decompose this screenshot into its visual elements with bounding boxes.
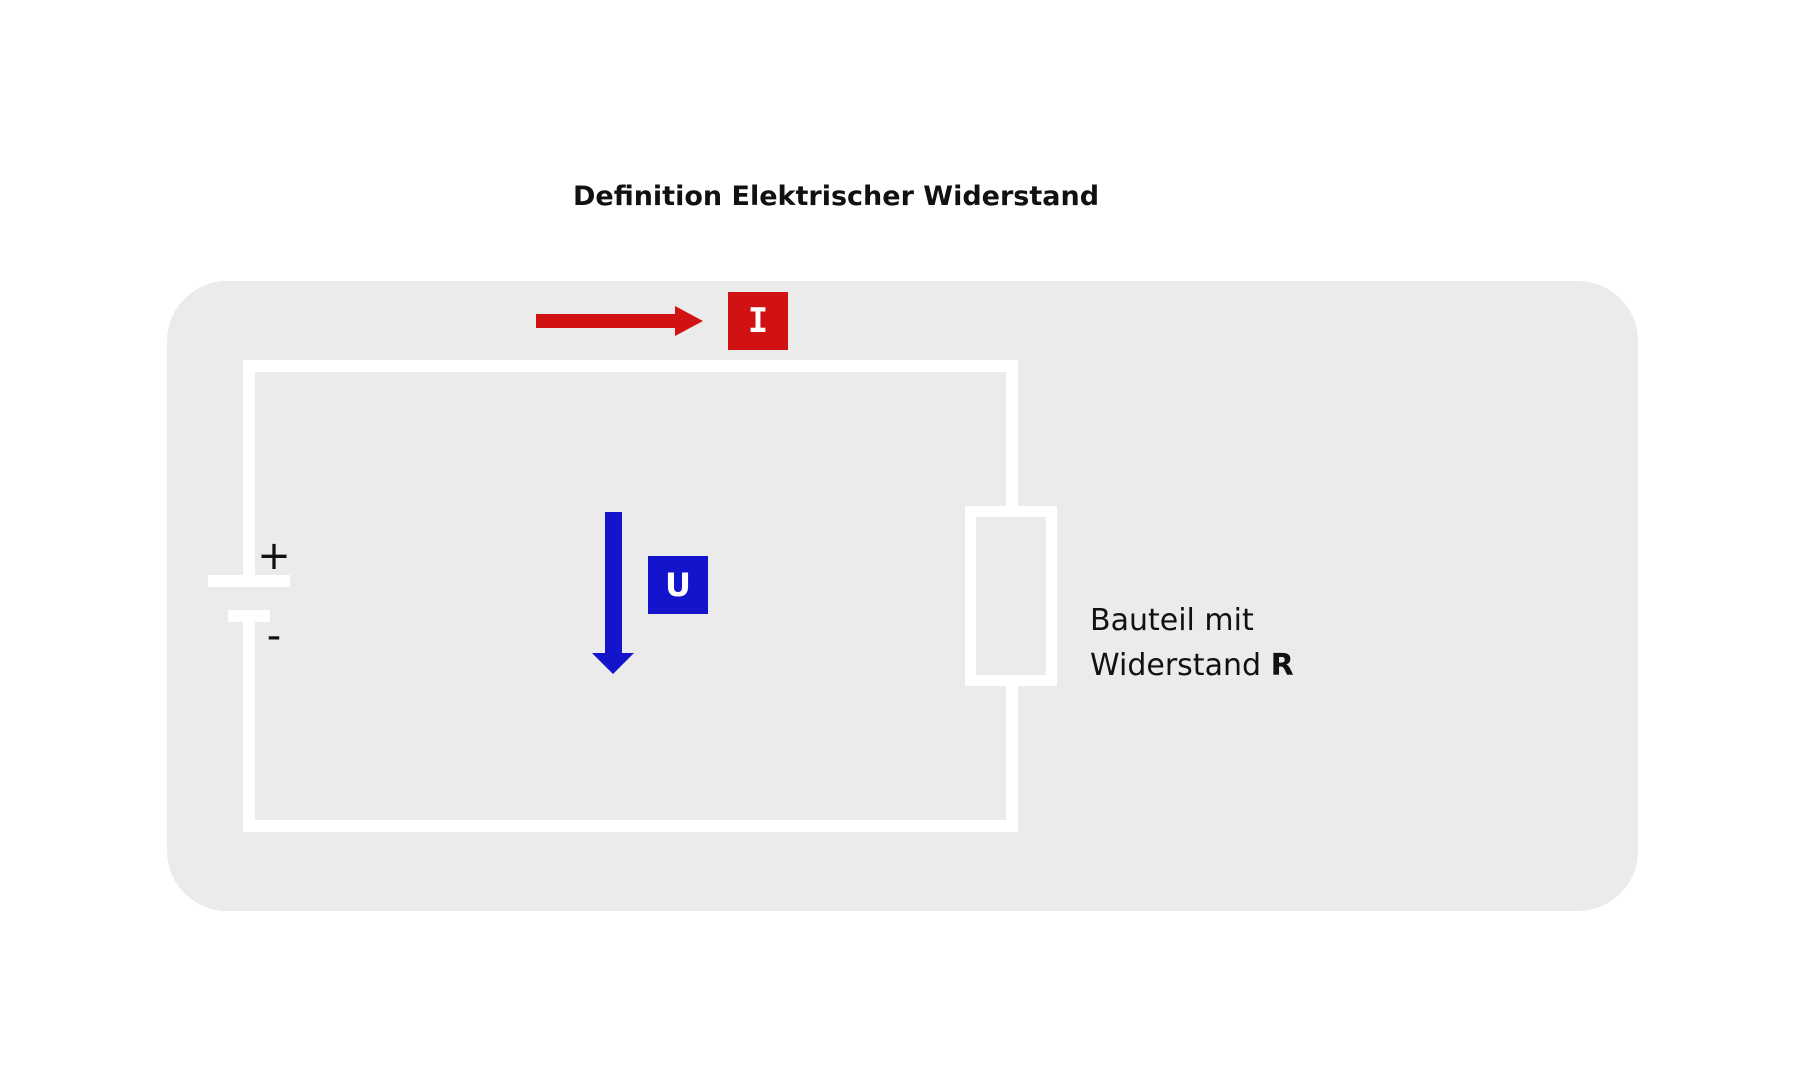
- wire-left-upper: [243, 360, 255, 575]
- wire-bottom: [243, 820, 1018, 832]
- resistor-symbol: [965, 506, 1057, 686]
- resistor-caption-line2: Widerstand R: [1090, 643, 1294, 688]
- resistor-caption: Bauteil mit Widerstand R: [1090, 598, 1294, 688]
- diagram-title: Definition Elektrischer Widerstand: [572, 181, 1100, 212]
- resistance-symbol: R: [1270, 648, 1294, 683]
- resistor-caption-line1: Bauteil mit: [1090, 603, 1254, 638]
- voltage-arrow-shaft: [605, 512, 622, 653]
- current-label-box: I: [728, 292, 788, 350]
- voltage-label-box: U: [648, 556, 708, 614]
- circuit-background-panel: [167, 281, 1638, 911]
- battery-negative-plate: [228, 610, 270, 622]
- current-arrow-head-icon: [675, 306, 703, 336]
- battery-minus-label: -: [266, 613, 282, 659]
- wire-left-lower: [243, 622, 255, 832]
- current-arrow-shaft: [536, 314, 675, 328]
- voltage-arrow-head-icon: [592, 653, 634, 674]
- battery-plus-label: +: [257, 533, 291, 579]
- wire-right-upper: [1006, 360, 1018, 506]
- wire-top: [243, 360, 1018, 372]
- resistor-caption-line2-text: Widerstand: [1090, 648, 1262, 683]
- wire-right-lower: [1006, 686, 1018, 832]
- battery-positive-plate: [208, 575, 290, 587]
- current-label: I: [747, 301, 769, 341]
- voltage-label: U: [665, 566, 691, 604]
